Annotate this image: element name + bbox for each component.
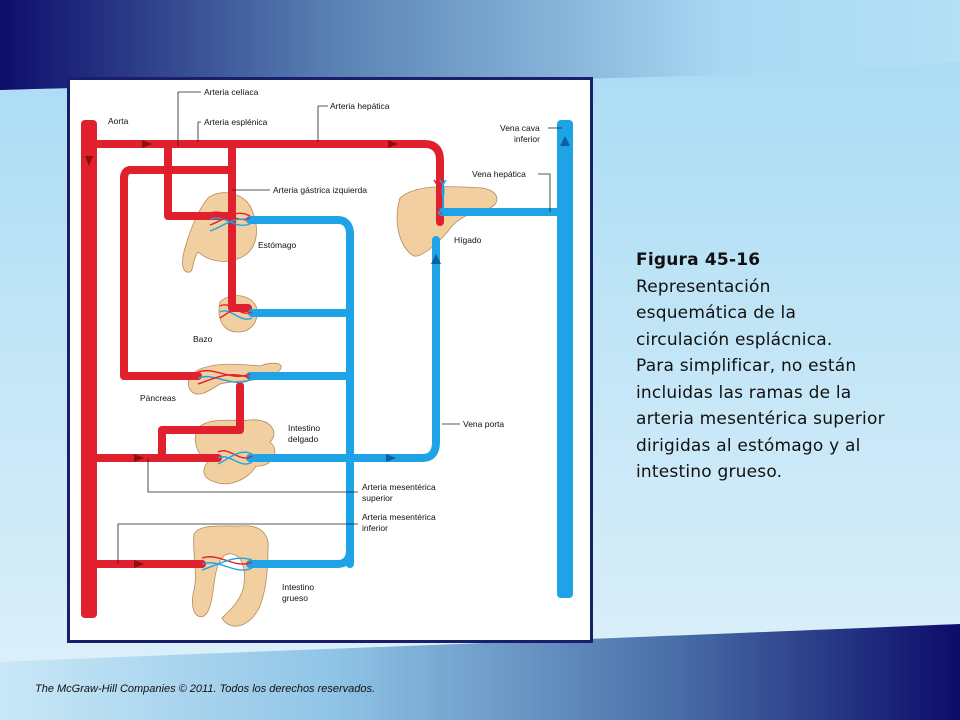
- arrow-vena-cava-up: [560, 136, 570, 146]
- leader-celiaca: [177, 91, 201, 146]
- large-intestine-vein: [246, 546, 354, 568]
- label-arteria-hepatica: Arteria hepática: [330, 101, 390, 111]
- bottom-wave-band: [0, 624, 960, 720]
- celiac-trunk: [93, 140, 444, 182]
- stomach-shape: [182, 192, 257, 273]
- arteries: [81, 120, 444, 618]
- copyright-footer: The McGraw-Hill Companies © 2011. Todos …: [35, 683, 376, 695]
- label-mes-inf-line1: Arteria mesentérica: [362, 512, 436, 522]
- label-bazo: Bazo: [193, 334, 213, 344]
- splanchnic-circulation-diagram: Aorta Arteria celíaca Arteria esplénica …: [81, 87, 573, 627]
- left-gastric-artery: [120, 166, 236, 380]
- capillary-bed-pancreas: [197, 369, 251, 385]
- leader-lines: [117, 91, 562, 564]
- arrow-portal-up: [431, 254, 441, 264]
- label-mes-sup-line1: Arteria mesentérica: [362, 482, 436, 492]
- inferior-vena-cava: [557, 120, 573, 598]
- arrow-celiac-right: [142, 140, 152, 148]
- capillary-bed-large-intestine: [201, 556, 253, 571]
- stomach-vein: [246, 216, 354, 568]
- labels: Aorta Arteria celíaca Arteria esplénica …: [108, 87, 540, 603]
- small-intestine-vein: [246, 236, 440, 462]
- arrow-aorta-down: [85, 156, 93, 166]
- label-pancreas: Páncreas: [140, 393, 176, 403]
- label-estomago: Estómago: [258, 240, 297, 250]
- leader-mes-inf: [117, 523, 358, 564]
- figure-frame: Aorta Arteria celíaca Arteria esplénica …: [67, 77, 593, 643]
- aorta-trunk: [81, 120, 97, 618]
- pancreas-branch: [158, 382, 244, 462]
- capillary-beds: [197, 179, 449, 571]
- label-vena-cava-line2: inferior: [514, 134, 540, 144]
- label-arteria-esplenica: Arteria esplénica: [204, 117, 268, 127]
- veins: [246, 120, 573, 598]
- arrow-hepatic-right: [388, 140, 398, 148]
- gastric-branch-a: [164, 140, 234, 220]
- leader-hepatica: [317, 105, 328, 142]
- capillary-bed-small-intestine: [217, 450, 253, 465]
- flow-arrows: [85, 136, 570, 568]
- figure-caption: Figura 45-16 Representación esquemática …: [636, 247, 946, 486]
- top-wave-band: [0, 0, 960, 90]
- label-vena-hepatica: Vena hepática: [472, 169, 526, 179]
- arrow-ima-right: [134, 560, 144, 568]
- capillary-bed-stomach: [209, 211, 251, 232]
- liver-shape: [396, 186, 498, 257]
- label-arteria-celiaca: Arteria celíaca: [204, 87, 259, 97]
- label-mes-inf-line2: inferior: [362, 523, 388, 533]
- leader-mes-sup: [147, 458, 358, 493]
- leader-esplenica: [197, 121, 201, 142]
- leader-vena-hepatica: [538, 173, 551, 212]
- label-higado: Hígado: [454, 235, 482, 245]
- capillary-bed-liver: [433, 179, 449, 215]
- label-mes-sup-line2: superior: [362, 493, 393, 503]
- large-intestine-shape: [192, 525, 269, 627]
- arrow-sma-right: [134, 454, 144, 462]
- label-intestino-delgado-line1: Intestino: [288, 423, 320, 433]
- label-aorta: Aorta: [108, 116, 129, 126]
- label-intestino-grueso-line2: grueso: [282, 593, 308, 603]
- label-intestino-delgado-line2: delgado: [288, 434, 319, 444]
- caption-body: Representación esquemática de la circula…: [636, 276, 885, 483]
- arrow-portal-right: [386, 454, 396, 462]
- label-vena-porta: Vena porta: [463, 419, 504, 429]
- label-arteria-gastrica-izquierda: Arteria gástrica izquierda: [273, 185, 367, 195]
- capillary-bed-spleen: [219, 304, 253, 320]
- label-vena-cava-line1: Vena cava: [500, 123, 540, 133]
- caption-title: Figura 45-16: [636, 250, 761, 270]
- label-intestino-grueso-line1: Intestino: [282, 582, 314, 592]
